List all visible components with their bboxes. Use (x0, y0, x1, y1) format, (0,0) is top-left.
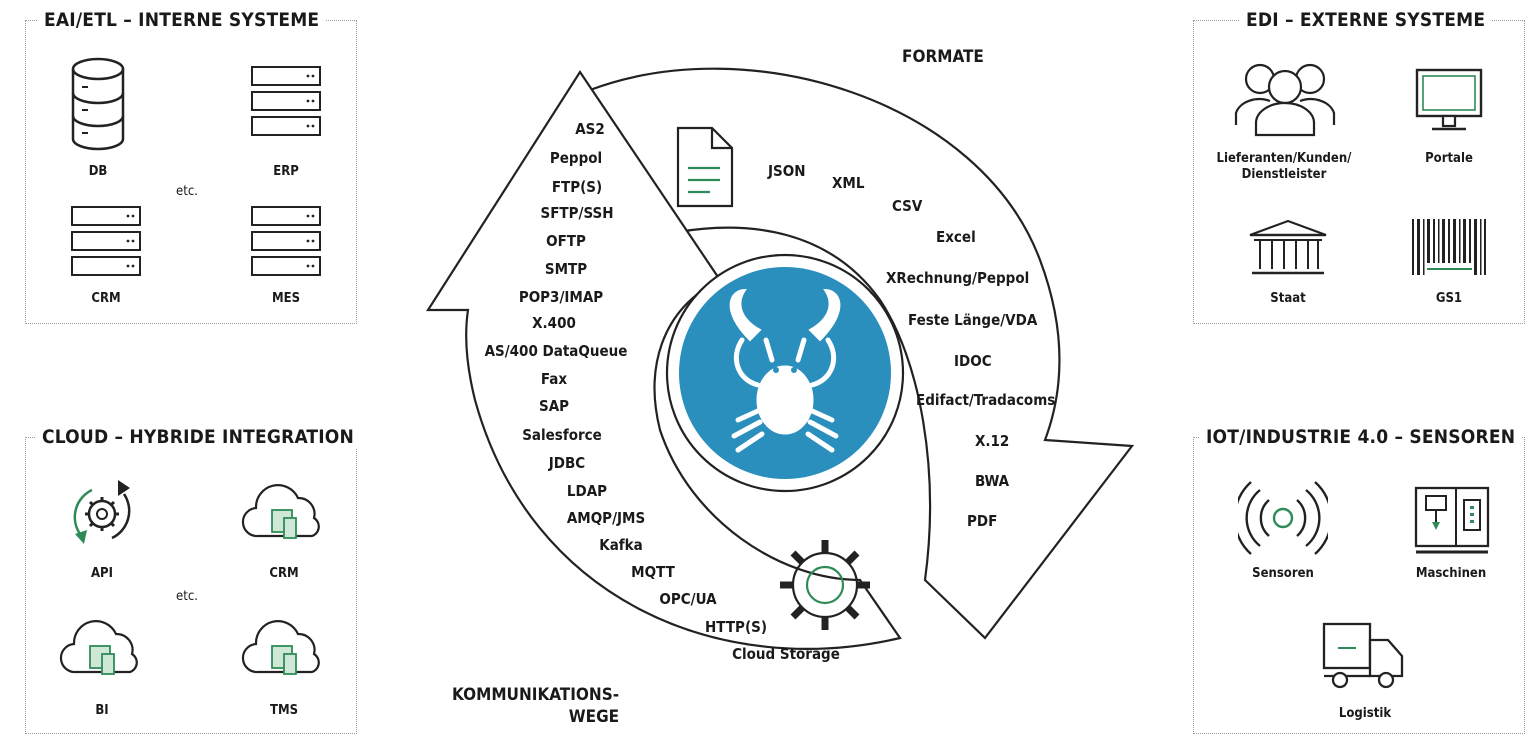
truck-icon (1322, 622, 1404, 689)
eai-etl-title: EAI/ETL – INTERNE SYSTEME (38, 8, 326, 32)
cloud-etc-label: etc. (176, 589, 198, 604)
kommunikation-arrow (425, 69, 902, 650)
kom-mqtt: MQTT (631, 563, 675, 581)
kom-jdbc: JDBC (548, 454, 586, 472)
kom-ftps: FTP(S) (551, 178, 603, 196)
tms-label: TMS (269, 703, 299, 718)
format-xrechnung: XRechnung/Peppol (886, 269, 1030, 287)
people-group-icon (1234, 63, 1336, 137)
kom-peppol: Peppol (549, 149, 603, 167)
kom-as2: AS2 (575, 120, 605, 138)
crm-label: CRM (91, 291, 121, 306)
format-bwa: BWA (975, 472, 1010, 490)
server-stack-icon (251, 66, 321, 136)
formate-arrow (588, 67, 1135, 640)
cloud-devices-icon (59, 620, 138, 675)
bi-label: BI (95, 703, 109, 718)
format-csv: CSV (892, 197, 923, 215)
db-label: DB (88, 164, 108, 179)
kommunikation-heading-line1: KOMMUNIKATIONS- (452, 685, 620, 705)
mes-label: MES (271, 291, 301, 306)
cloud-devices-icon (241, 620, 320, 675)
kom-kafka: Kafka (599, 536, 643, 554)
format-excel: Excel (936, 228, 976, 246)
staat-label: Staat (1270, 291, 1306, 306)
kom-pop3: POP3/IMAP (518, 288, 604, 306)
kom-as400: AS/400 DataQueue (484, 342, 628, 360)
gear-icon (780, 540, 870, 630)
government-building-icon (1249, 219, 1327, 275)
kom-sap: SAP (538, 397, 570, 415)
gear-cycle-icon (73, 480, 131, 544)
portale-label: Portale (1425, 151, 1473, 166)
kom-salesforce: Salesforce (522, 426, 602, 444)
database-icon (71, 57, 125, 151)
cycle-arrows (425, 67, 1135, 650)
partners-label: Lieferanten/Kunden/ Dienstleister (1216, 151, 1352, 182)
format-pdf: PDF (967, 512, 998, 530)
gs1-label: GS1 (1435, 291, 1463, 306)
cloud-devices-icon (241, 484, 320, 539)
api-label: API (91, 566, 113, 581)
cloud-box: CLOUD – HYBRIDE INTEGRATION API CRM etc.… (25, 425, 361, 734)
erp-label: ERP (273, 164, 299, 179)
etc-label: etc. (176, 184, 198, 199)
monitor-icon (1415, 68, 1483, 131)
kom-https: HTTP(S) (705, 618, 767, 636)
kommunikation-heading: KOMMUNIKATIONS- WEGE (452, 684, 619, 728)
kommunikation-heading-line2: WEGE (568, 707, 620, 727)
kom-x400: X.400 (532, 314, 576, 332)
kom-smtp: SMTP (544, 260, 588, 278)
kom-cloud-storage: Cloud Storage (732, 645, 840, 663)
sensoren-label: Sensoren (1252, 566, 1314, 581)
logistik-label: Logistik (1338, 706, 1392, 721)
cloud-crm-label: CRM (269, 566, 299, 581)
format-feste-laenge: Feste Länge/VDA (908, 311, 1038, 329)
kom-oftp: OFTP (546, 232, 586, 250)
server-stack-icon (71, 206, 141, 276)
format-json: JSON (768, 162, 806, 180)
kom-opcua: OPC/UA (659, 590, 717, 608)
kom-sftp: SFTP/SSH (540, 204, 614, 222)
sensor-waves-icon (1238, 481, 1328, 555)
format-idoc: IDOC (954, 352, 992, 370)
server-stack-icon (251, 206, 321, 276)
barcode-icon (1412, 219, 1486, 275)
edi-title: EDI – EXTERNE SYSTEME (1240, 8, 1492, 32)
edi-box: EDI – EXTERNE SYSTEME Lieferanten/Kunden… (1193, 8, 1525, 324)
eai-etl-box: EAI/ETL – INTERNE SYSTEME DB ERP etc. CR… (25, 8, 357, 324)
iot-box: IOT/INDUSTRIE 4.0 – SENSOREN Sensoren Ma… (1193, 425, 1525, 734)
crab-logo-icon (729, 288, 841, 453)
document-icon (676, 126, 734, 208)
format-edifact: Edifact/Tradacoms (916, 391, 1056, 409)
machine-icon (1414, 486, 1490, 554)
format-xml: XML (832, 174, 865, 192)
formate-heading: FORMATE (902, 47, 984, 67)
iot-title: IOT/INDUSTRIE 4.0 – SENSOREN (1200, 425, 1522, 449)
kom-fax: Fax (540, 370, 568, 388)
maschinen-label: Maschinen (1415, 566, 1487, 581)
format-x12: X.12 (975, 432, 1010, 450)
cloud-title: CLOUD – HYBRIDE INTEGRATION (36, 425, 361, 449)
kom-amqp: AMQP/JMS (566, 509, 646, 527)
kom-ldap: LDAP (566, 482, 608, 500)
